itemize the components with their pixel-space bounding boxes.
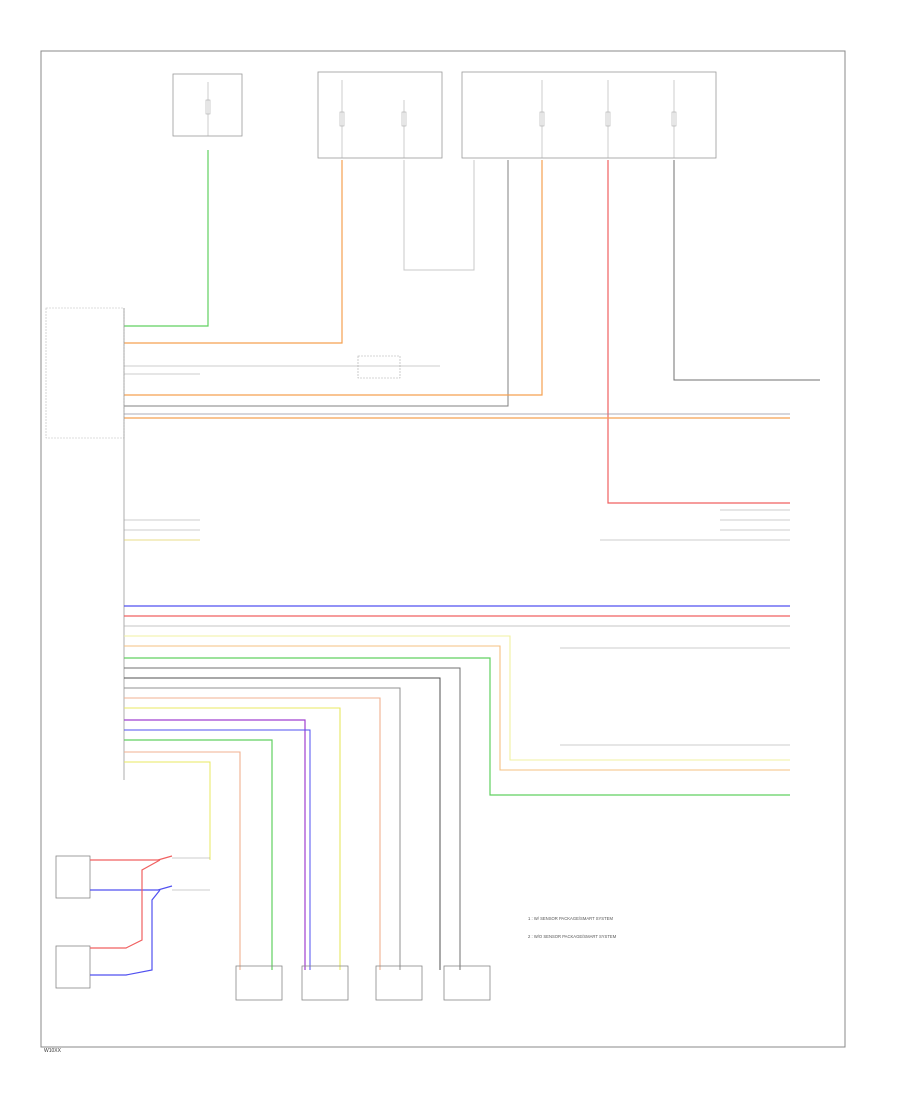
sensor-4 (443, 965, 491, 1001)
switch-lower (55, 945, 91, 989)
sensor-3 (375, 965, 423, 1001)
wire-green-feed (124, 150, 209, 327)
wire-red-feed (607, 160, 790, 504)
harness-bus (124, 605, 790, 970)
note-2: 2 : W/O SENSOR PACKAGE/SMART SYSTEM (528, 934, 617, 939)
wire-orange-feed-2 (124, 160, 543, 396)
footer-code: W10XX (44, 1048, 62, 1054)
crossover-wires (90, 855, 210, 976)
wire-orange-feed (124, 160, 343, 344)
legend-notes: 1 : W/ SENSOR PACKAGE/SMART SYSTEM 2 : W… (528, 916, 617, 939)
wire-gray-loop (403, 160, 475, 271)
switch-upper (55, 855, 91, 899)
sensor-2 (301, 965, 349, 1001)
fuse-box-left (172, 73, 243, 137)
connector-mid (124, 355, 440, 379)
fuse-box-center (317, 71, 443, 159)
diagram-frame (40, 50, 846, 1048)
fuse-box-right (461, 71, 717, 159)
wire-gray-feed-2 (673, 160, 820, 381)
sensor-1 (235, 965, 283, 1001)
wire-gray-feed (124, 160, 509, 407)
module-upper (45, 307, 125, 780)
connector-section-2 (124, 509, 790, 541)
note-1: 1 : W/ SENSOR PACKAGE/SMART SYSTEM (528, 916, 613, 921)
